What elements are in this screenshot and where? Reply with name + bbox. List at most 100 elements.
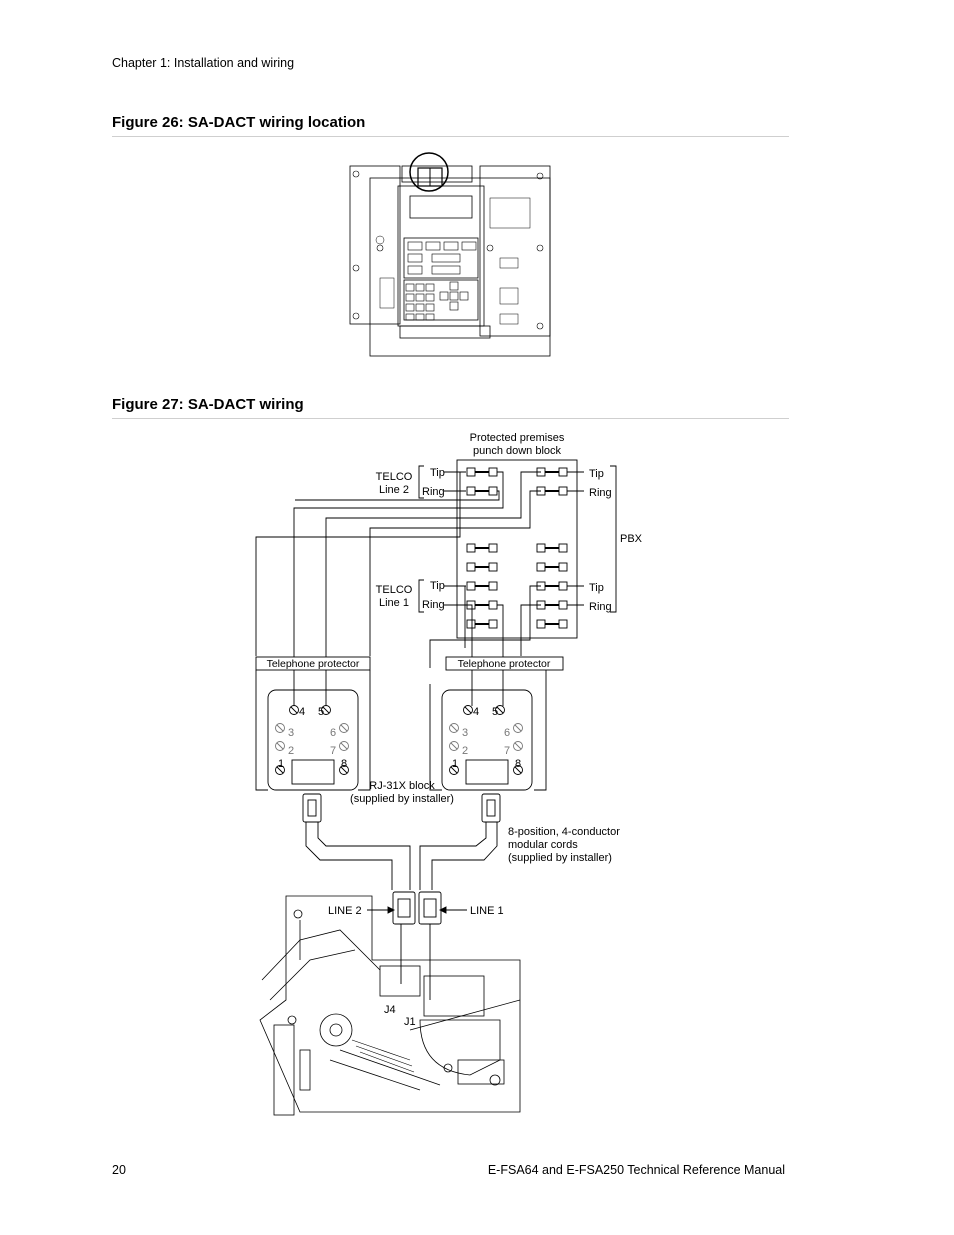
punch-terminal	[558, 486, 568, 496]
punch-terminal	[558, 619, 568, 629]
punch-terminal	[558, 562, 568, 572]
punch-terminal	[558, 467, 568, 477]
terminal-number: 8	[515, 758, 521, 770]
terminal-number: 8	[341, 758, 347, 770]
screw-slot	[496, 706, 504, 714]
terminal-number: 6	[504, 727, 510, 739]
punch-terminal	[488, 543, 498, 553]
dact-location-highlight	[409, 152, 449, 192]
terminal-number: 7	[330, 745, 336, 757]
figure-27-title: Figure 27: SA-DACT wiring	[112, 396, 304, 413]
terminal-number: 2	[288, 745, 294, 757]
screw-slot	[290, 706, 298, 714]
pbx-label: PBX	[620, 533, 643, 545]
punch-block-label-1: Protected premises	[470, 432, 565, 444]
terminal-number: 6	[330, 727, 336, 739]
punch-terminal	[466, 486, 476, 496]
figure-26-rule	[112, 136, 789, 137]
screw-slot	[340, 724, 348, 732]
rj31x-label-1: RJ-31X block	[369, 780, 435, 792]
modular-cords	[302, 793, 501, 1000]
punch-terminal	[558, 543, 568, 553]
punch-terminal	[466, 619, 476, 629]
screw-slot	[514, 742, 522, 750]
punch-terminal	[488, 467, 498, 477]
wires	[255, 471, 541, 706]
terminal-number: 4	[299, 706, 305, 718]
figure-26-title: Figure 26: SA-DACT wiring location	[112, 114, 366, 131]
rj31x-block-left: 4 5 3 6 2 7 1 8	[267, 689, 359, 791]
terminal-number: 3	[462, 727, 468, 739]
terminal-number: 1	[278, 758, 284, 770]
svg-text:Telephone protector: Telephone protector	[267, 658, 360, 670]
punch-terminal	[466, 467, 476, 477]
punch-terminal	[558, 600, 568, 610]
ring-label-l1: Ring	[422, 599, 445, 611]
punch-terminal	[488, 486, 498, 496]
screw-slot	[276, 766, 284, 774]
screw-slot	[464, 706, 472, 714]
screw-slot	[514, 766, 522, 774]
terminal-number: 4	[473, 706, 479, 718]
screw-slot	[340, 742, 348, 750]
punch-down-block	[456, 459, 578, 639]
terminal-number: 7	[504, 745, 510, 757]
rj31x-label-2: (supplied by installer)	[350, 793, 454, 805]
j1-label: J1	[404, 1016, 416, 1028]
telephone-protector-right: Telephone protector	[445, 656, 564, 671]
terminal-number: 3	[288, 727, 294, 739]
punch-terminal	[466, 543, 476, 553]
telco-line1-label-a: TELCO	[376, 584, 413, 596]
page-number: 20	[112, 1163, 126, 1177]
punch-terminal	[488, 619, 498, 629]
screw-slot	[450, 766, 458, 774]
punch-terminal	[488, 600, 498, 610]
punch-terminal	[536, 543, 546, 553]
screw-slot	[514, 724, 522, 732]
keypad	[405, 241, 477, 321]
screw-slot	[322, 706, 330, 714]
line2-label: LINE 2	[328, 905, 362, 917]
panel-board-diagram	[349, 152, 551, 357]
tip-label-l2: Tip	[430, 467, 445, 479]
punch-terminal	[558, 581, 568, 591]
punch-terminal	[466, 581, 476, 591]
line1-label: LINE 1	[470, 905, 504, 917]
tip-label-pbx2: Tip	[589, 468, 604, 480]
screw-slot	[450, 742, 458, 750]
telco-line2-label-b: Line 2	[379, 484, 409, 496]
cords-label-3: (supplied by installer)	[508, 852, 612, 864]
punch-terminal	[488, 581, 498, 591]
manual-title: E-FSA64 and E-FSA250 Technical Reference…	[487, 1163, 785, 1177]
punch-terminal	[536, 619, 546, 629]
terminal-number: 5	[492, 706, 498, 718]
terminal-number: 5	[318, 706, 324, 718]
punch-terminal	[536, 562, 546, 572]
screw-slot	[276, 742, 284, 750]
punch-block-label-2: punch down block	[473, 445, 562, 457]
sa-dact-board-illustration	[259, 895, 521, 1116]
ring-label-pbx2: Ring	[589, 487, 612, 499]
ring-label-l2: Ring	[422, 486, 445, 498]
rj31x-block-right: 4 5 3 6 2 7 1 8	[441, 689, 533, 791]
tip-label-l1: Tip	[430, 580, 445, 592]
punch-terminal	[466, 562, 476, 572]
telephone-protector-left: Telephone protector	[255, 656, 371, 671]
j4-label: J4	[384, 1004, 396, 1016]
punch-terminal	[488, 562, 498, 572]
cords-label-1: 8-position, 4-conductor	[508, 826, 620, 838]
svg-text:Telephone protector: Telephone protector	[458, 658, 551, 670]
cords-label-2: modular cords	[508, 839, 578, 851]
screw-slot	[450, 724, 458, 732]
telco-line2-label-a: TELCO	[376, 471, 413, 483]
telco-line1-label-b: Line 1	[379, 597, 409, 609]
terminal-number: 1	[452, 758, 458, 770]
ring-label-pbx1: Ring	[589, 601, 612, 613]
screw-slot	[340, 766, 348, 774]
figure-27-rule	[112, 418, 789, 419]
tip-label-pbx1: Tip	[589, 582, 604, 594]
chapter-header: Chapter 1: Installation and wiring	[112, 56, 295, 70]
terminal-number: 2	[462, 745, 468, 757]
screw-slot	[276, 724, 284, 732]
